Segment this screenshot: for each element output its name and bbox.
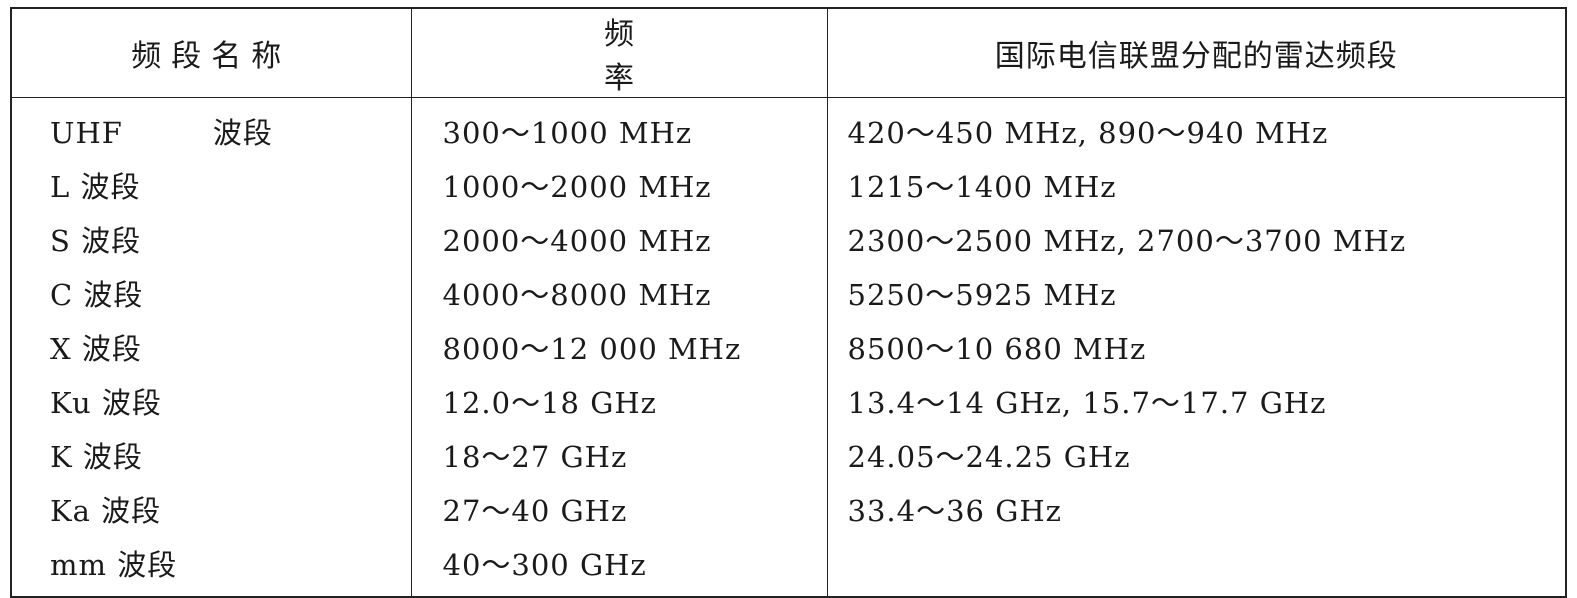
band-name-cell: Ku 波段 [11, 374, 412, 428]
band-name-cell: mm 波段 [11, 536, 412, 597]
header-frequency: 频 率 [411, 8, 854, 98]
table-row: C 波段 4000～8000 MHz 5250～5925 MHz [11, 266, 1566, 320]
itu-allocation-cell: 13.4～14 GHz, 15.7～17.7 GHz [847, 386, 1327, 420]
band-name-cell: X 波段 [11, 320, 412, 374]
band-name-cell: S 波段 [11, 212, 412, 266]
header-row: 频段名称 频 率 国际电信联盟分配的雷达频段 [11, 8, 1566, 98]
header-band-name: 频段名称 [11, 8, 412, 98]
table-body: UHF 波段 300～1000 MHz 420～450 MHz, 890～940… [11, 97, 1566, 597]
table-row: mm 波段 40～300 GHz [11, 536, 1566, 597]
frequency-cell: 8000～12 000 MHz [411, 320, 828, 374]
band-name-cell: UHF 波段 [11, 97, 412, 158]
table-row: Ka 波段 27～40 GHz 33.4～36 GHz [11, 482, 1566, 536]
itu-allocation-cell [827, 536, 1566, 597]
table-row: Ku 波段 12.0～18 GHz 13.4～14 GHz, 15.7～17.7… [11, 374, 1566, 428]
frequency-cell: 300～1000 MHz [411, 97, 828, 158]
band-name-cell: L 波段 [11, 158, 412, 212]
itu-allocation-cell: 8500～10 680 MHz [847, 332, 1147, 366]
frequency-cell: 1000～2000 MHz [411, 158, 828, 212]
itu-allocation-cell: 5250～5925 MHz [847, 278, 1117, 312]
band-name-cell: C 波段 [11, 266, 412, 320]
table-row: L 波段 1000～2000 MHz 1215～1400 MHz [11, 158, 1566, 212]
table-header: 频段名称 频 率 国际电信联盟分配的雷达频段 [11, 8, 1566, 98]
frequency-cell: 40～300 GHz [411, 536, 828, 597]
itu-allocation-cell: 33.4～36 GHz [847, 494, 1062, 528]
table-row: UHF 波段 300～1000 MHz 420～450 MHz, 890～940… [11, 97, 1566, 158]
header-itu-allocation: 国际电信联盟分配的雷达频段 [827, 8, 1566, 98]
table-row: K 波段 18～27 GHz 24.05～24.25 GHz [11, 428, 1566, 482]
table-row: X 波段 8000～12 000 MHz 8500～10 680 MHz [11, 320, 1566, 374]
frequency-cell: 27～40 GHz [411, 482, 828, 536]
band-name-cell: Ka 波段 [11, 482, 412, 536]
itu-allocation-cell: 420～450 MHz, 890～940 MHz [847, 116, 1329, 150]
frequency-cell: 4000～8000 MHz [411, 266, 828, 320]
table-row: S 波段 2000～4000 MHz 2300～2500 MHz, 2700～3… [11, 212, 1566, 266]
radar-band-table: 频段名称 频 率 国际电信联盟分配的雷达频段 UHF 波段 300～1000 M… [10, 7, 1567, 598]
frequency-cell: 2000～4000 MHz [411, 212, 828, 266]
itu-allocation-cell: 2300～2500 MHz, 2700～3700 MHz [847, 224, 1407, 258]
frequency-cell: 18～27 GHz [411, 428, 828, 482]
itu-allocation-cell: 1215～1400 MHz [847, 170, 1117, 204]
frequency-cell: 12.0～18 GHz [411, 374, 828, 428]
itu-allocation-cell: 24.05～24.25 GHz [847, 440, 1131, 474]
band-name-cell: K 波段 [11, 428, 412, 482]
